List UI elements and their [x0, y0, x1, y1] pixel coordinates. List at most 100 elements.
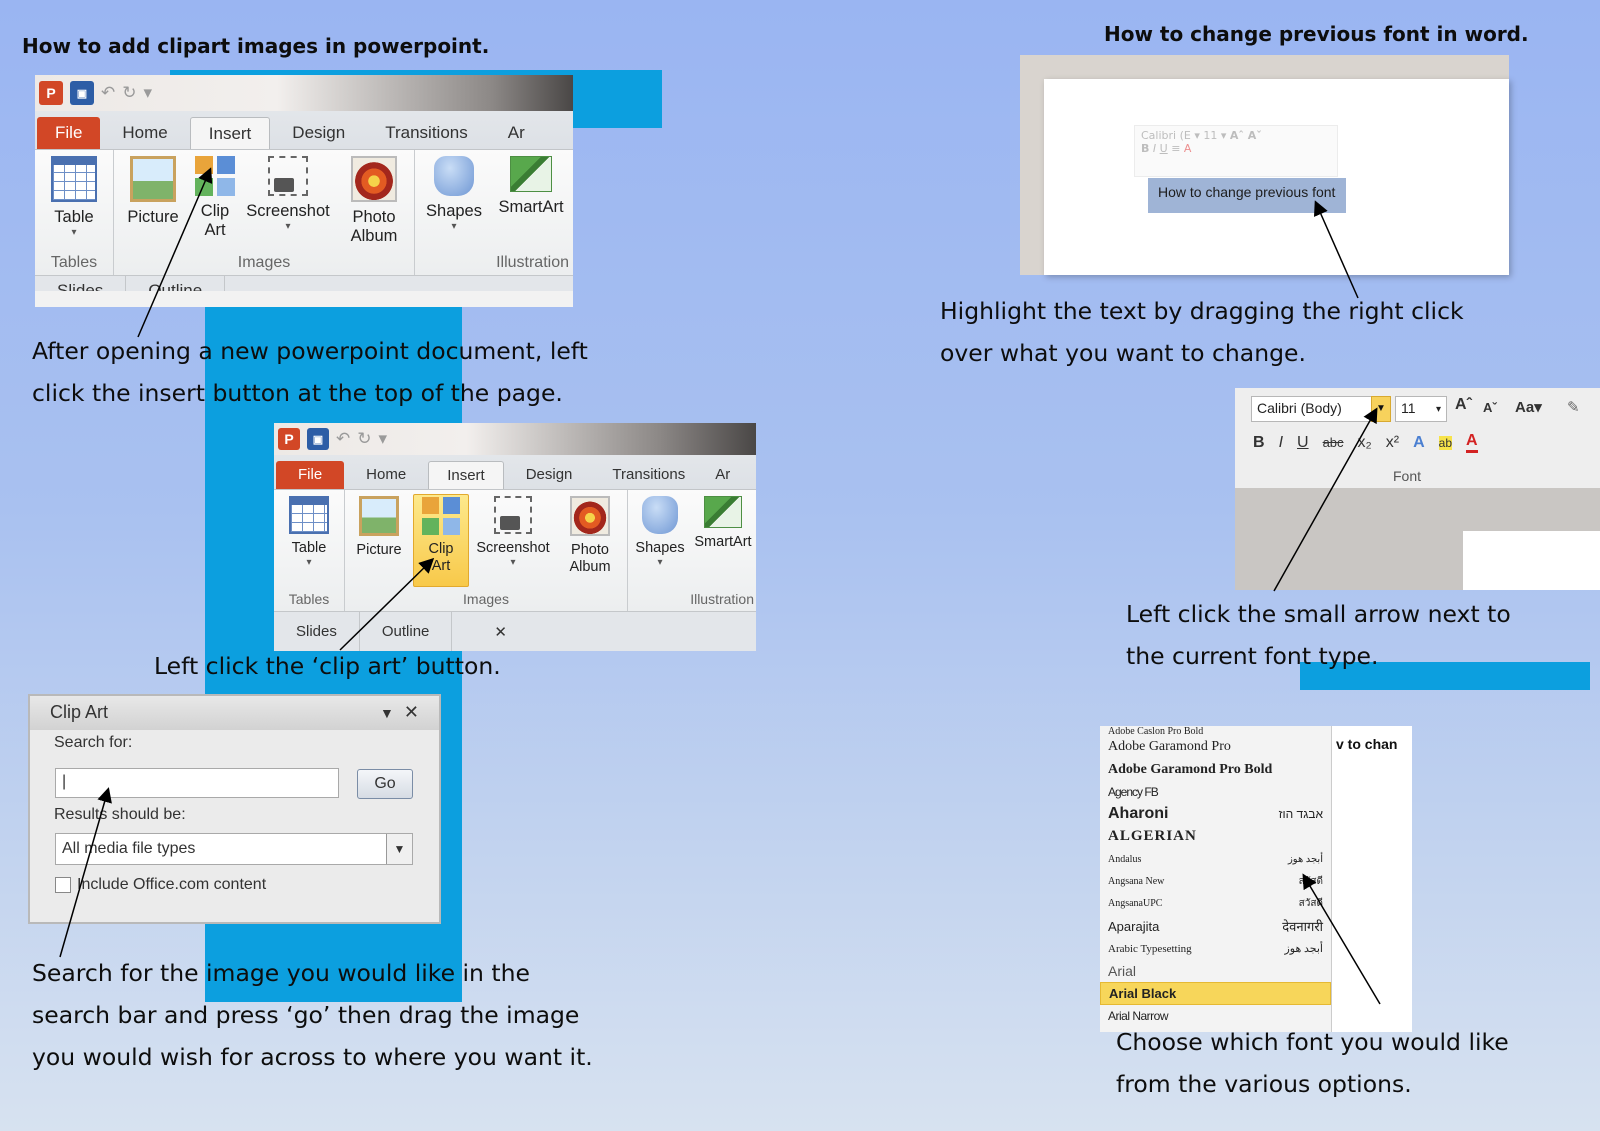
go-button[interactable]: Go: [357, 769, 413, 799]
screenshot-icon: [268, 156, 308, 196]
results-select[interactable]: All media file types ▼: [55, 833, 413, 865]
close-pane-icon[interactable]: ✕: [494, 623, 507, 641]
selected-text[interactable]: How to change previous font: [1148, 178, 1346, 213]
superscript-icon[interactable]: x²: [1385, 433, 1400, 451]
table-icon: [51, 156, 97, 202]
save-icon[interactable]: ▣: [307, 428, 329, 450]
font-item[interactable]: ALGERIAN: [1108, 828, 1197, 845]
italic-icon[interactable]: I: [1278, 433, 1284, 451]
font-item[interactable]: Adobe Garamond Pro Bold: [1108, 761, 1273, 777]
save-icon[interactable]: ▣: [70, 81, 94, 105]
right-step2-line2: the current font type.: [1126, 642, 1379, 670]
group-tables: Table▾ Tables: [274, 490, 345, 611]
strikethrough-icon[interactable]: abc: [1322, 435, 1344, 450]
font-size-box[interactable]: 11 ▾: [1395, 396, 1447, 422]
tab-outline[interactable]: Outline: [360, 611, 453, 651]
undo-icon[interactable]: ↶: [101, 83, 116, 102]
tab-insert[interactable]: Insert: [189, 117, 271, 149]
tab-home[interactable]: Home: [366, 466, 407, 483]
ribbon-screenshot-1: P ▣ ↶ ↻ ▾ File Home Insert Design Transi…: [35, 75, 573, 307]
left-step3-line2: search bar and press ‘go’ then drag the …: [32, 1001, 580, 1029]
picture-icon: [359, 496, 399, 536]
arrow-to-insert-tab: [137, 167, 213, 338]
font-color-icon[interactable]: A: [1466, 432, 1478, 453]
smartart-button[interactable]: SmartArt: [493, 154, 569, 251]
tab-slides[interactable]: Slides: [35, 276, 127, 291]
close-icon[interactable]: ✕: [403, 702, 419, 722]
undo-icon[interactable]: ↶: [336, 429, 351, 448]
customize-icon[interactable]: ▾: [143, 83, 153, 102]
clear-formatting-icon[interactable]: ✎: [1567, 399, 1580, 416]
pane-title: Clip Art: [50, 702, 109, 722]
grow-font-icon[interactable]: Aˆ: [1455, 396, 1472, 413]
tab-animations[interactable]: Ar: [715, 466, 731, 483]
include-office-checkbox[interactable]: [55, 877, 71, 893]
screenshot-icon: [494, 496, 532, 534]
table-button[interactable]: Table▾: [278, 494, 340, 587]
tab-design[interactable]: Design: [525, 466, 573, 483]
tab-file[interactable]: File: [37, 117, 101, 149]
tab-transitions[interactable]: Transitions: [385, 123, 468, 142]
underline-icon[interactable]: U: [1297, 433, 1309, 451]
tab-outline[interactable]: Outline: [126, 276, 226, 291]
picture-button[interactable]: Picture: [118, 154, 188, 251]
chevron-down-icon[interactable]: ▼: [386, 834, 412, 864]
picture-icon: [130, 156, 176, 202]
bold-icon[interactable]: B: [1253, 433, 1265, 451]
font-name-box[interactable]: Calibri (Body): [1251, 396, 1373, 422]
photo-album-icon: [351, 156, 397, 202]
tab-home[interactable]: Home: [122, 123, 168, 142]
table-button[interactable]: Table▾: [39, 154, 109, 251]
customize-icon[interactable]: ▾: [378, 429, 388, 448]
tab-file[interactable]: File: [276, 461, 345, 489]
smartart-icon: [510, 156, 552, 192]
ribbon-screenshot-2: P ▣ ↶ ↻ ▾ File Home Insert Design Transi…: [274, 423, 756, 651]
font-item[interactable]: Arial: [1108, 963, 1137, 980]
redo-icon[interactable]: ↻: [122, 83, 137, 102]
arrow-to-font-dropdown: [1273, 407, 1378, 592]
font-item[interactable]: Adobe Garamond Pro: [1108, 739, 1231, 755]
right-step2-line1: Left click the small arrow next to: [1126, 600, 1511, 628]
shrink-font-icon[interactable]: Aˇ: [1483, 400, 1497, 415]
picture-button[interactable]: Picture: [349, 494, 409, 587]
font-list[interactable]: Adobe Caslon Pro Bold Adobe Garamond Pro…: [1100, 726, 1332, 1032]
tab-animations[interactable]: Ar: [507, 123, 525, 142]
left-step3-line1: Search for the image you would like in t…: [32, 959, 530, 987]
group-illustrations: Shapes▾ SmartArt Illustration: [628, 490, 756, 611]
shapes-button[interactable]: Shapes▾: [632, 494, 688, 587]
tab-insert[interactable]: Insert: [428, 461, 504, 489]
left-step1-line1: After opening a new powerpoint document,…: [32, 337, 588, 365]
tab-transitions[interactable]: Transitions: [612, 466, 686, 483]
screenshot-button[interactable]: Screenshot▾: [242, 154, 334, 251]
right-step1-line2: over what you want to change.: [940, 339, 1306, 367]
smartart-button[interactable]: SmartArt: [692, 494, 754, 587]
font-item-selected[interactable]: Arial Black: [1100, 982, 1331, 1005]
clip-art-pane: Clip Art ▼ ✕ Search for: | Go Results sh…: [28, 694, 441, 924]
shapes-button[interactable]: Shapes▾: [419, 154, 489, 251]
screenshot-button[interactable]: Screenshot▾: [473, 494, 553, 587]
shapes-icon: [642, 496, 678, 534]
highlight-icon[interactable]: ab: [1438, 435, 1453, 450]
font-item[interactable]: Arial Narrow: [1108, 1008, 1169, 1023]
change-case-icon[interactable]: Aa▾: [1515, 399, 1542, 416]
powerpoint-icon: P: [39, 81, 63, 105]
font-item[interactable]: Adobe Caslon Pro Bold: [1108, 726, 1204, 736]
pane-menu-icon[interactable]: ▼: [380, 705, 394, 721]
text-effects-icon[interactable]: A: [1413, 433, 1425, 451]
left-title: How to add clipart images in powerpoint.: [22, 34, 490, 58]
redo-icon[interactable]: ↻: [357, 429, 372, 448]
include-office-label: Include Office.com content: [77, 876, 267, 893]
font-item[interactable]: Agency FB: [1108, 784, 1159, 799]
tab-design[interactable]: Design: [292, 123, 346, 142]
